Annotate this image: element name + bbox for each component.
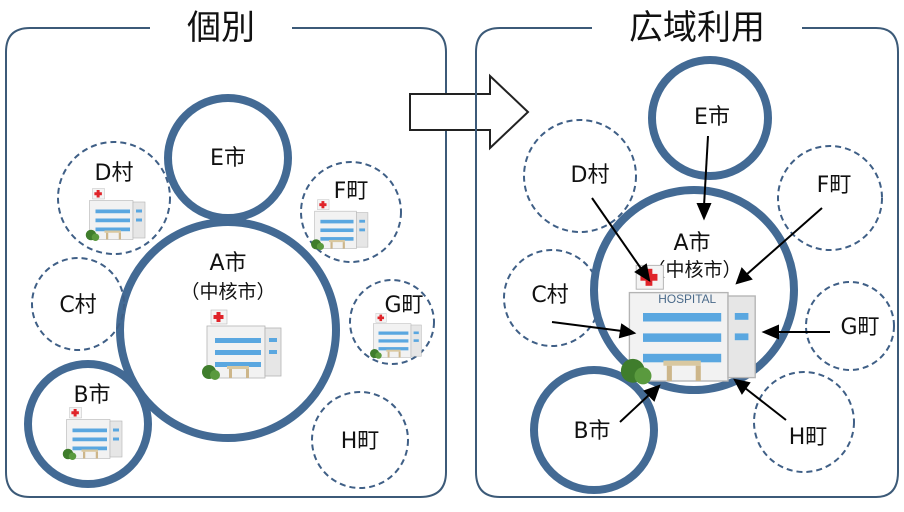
arrow-b-to-a — [619, 393, 651, 423]
arrowhead-e-icon — [696, 203, 712, 221]
left-node-a-label: A市 — [209, 251, 246, 276]
left-node-f-circle — [300, 161, 402, 263]
left-a-hospital-icon — [201, 309, 282, 381]
right-node-h-circle — [753, 371, 855, 473]
left-panel-frame — [5, 27, 447, 498]
left-f-hospital-icon — [310, 199, 369, 251]
arrowhead-c-icon — [618, 323, 637, 339]
arrowhead-f-icon — [735, 267, 753, 285]
right-node-b-circle — [530, 366, 658, 494]
right-node-g-circle — [805, 281, 895, 371]
arrow-c-to-a — [551, 321, 623, 332]
left-b-hospital-icon — [62, 407, 123, 461]
arrowhead-g-icon — [761, 324, 779, 340]
arrowhead-d-icon — [634, 263, 651, 283]
left-node-g-label: G町 — [384, 293, 423, 318]
left-panel-title: 個別 — [187, 8, 255, 48]
arrowhead-b-icon — [643, 384, 661, 402]
right-node-f-circle — [777, 145, 883, 251]
right-node-h-label: H町 — [789, 425, 828, 450]
left-node-c-circle — [31, 257, 125, 351]
left-node-a-sublabel: （中核市） — [180, 281, 275, 303]
left-node-b-label: B市 — [73, 383, 110, 408]
right-node-a-sublabel: （中核市） — [646, 259, 741, 281]
right-node-d-label: D村 — [571, 163, 610, 188]
left-node-f-label: F町 — [334, 179, 369, 204]
left-g-hospital-icon — [369, 312, 422, 360]
hospital-sign-text: HOSPITAL — [658, 292, 716, 306]
arrow-e-to-a — [703, 135, 709, 207]
right-node-c-label: C村 — [531, 283, 568, 308]
right-node-b-label: B市 — [573, 419, 610, 444]
flow-arrows — [551, 135, 830, 423]
right-node-f-label: F町 — [817, 173, 852, 198]
right-node-e-label: E市 — [694, 105, 730, 130]
left-d-hospital-icon — [85, 188, 146, 242]
left-node-g-circle — [349, 279, 435, 365]
right-node-a-label: A市 — [673, 231, 710, 256]
right-a-hospital-icon: HOSPITAL — [620, 264, 757, 386]
left-node-c-label: C村 — [59, 293, 96, 318]
right-panel: 広域利用 E市 D村 F町 C村 G町 B市 H町 A市 （中核市） HOSPI… — [475, 8, 899, 498]
right-node-d-circle — [523, 119, 637, 233]
left-node-a-circle — [116, 218, 340, 442]
right-panel-frame — [475, 27, 899, 498]
left-node-b-circle — [24, 360, 152, 488]
left-node-h-label: H町 — [341, 429, 380, 454]
right-node-g-label: G町 — [840, 315, 879, 340]
left-node-d-circle — [57, 141, 171, 255]
left-node-e-label: E市 — [210, 146, 246, 171]
arrow-d-to-a — [591, 197, 643, 271]
right-panel-title: 広域利用 — [629, 8, 765, 48]
right-node-e-circle — [648, 56, 772, 180]
arrow-h-to-a — [744, 387, 787, 421]
arrowhead-h-icon — [733, 378, 751, 395]
arrow-f-to-a — [745, 207, 823, 276]
transition-arrow-icon — [409, 73, 530, 151]
left-node-d-label: D村 — [95, 161, 134, 186]
left-panel: 個別 E市 A市 （中核市） D村 F町 C村 G町 B市 H町 — [5, 8, 447, 498]
left-node-h-circle — [311, 391, 409, 489]
